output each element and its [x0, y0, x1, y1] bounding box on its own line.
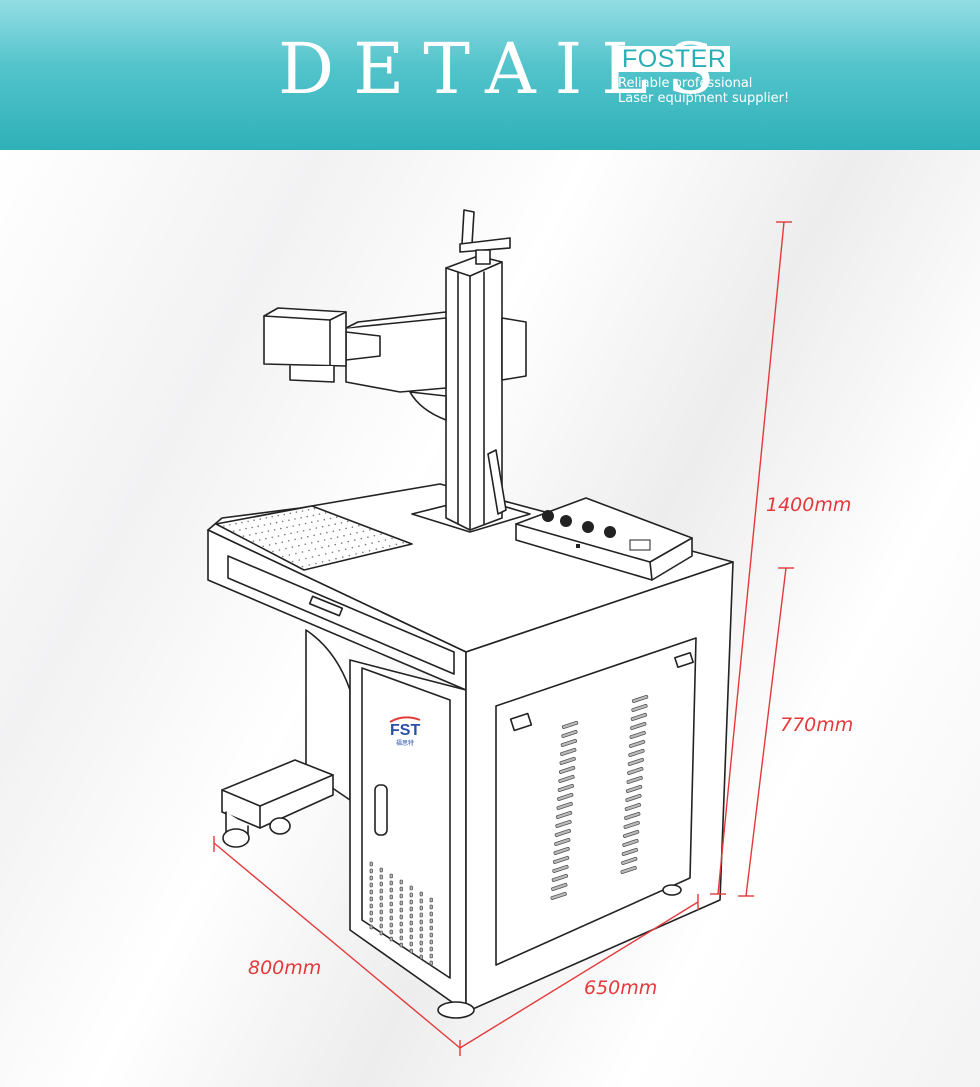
dim-total-height: 1400mm [766, 494, 851, 516]
galvo-head [263, 307, 347, 383]
lift-column [445, 255, 507, 531]
brand-logo: FOSTER [618, 46, 731, 72]
brand-tagline-2: Laser equipment supplier! [618, 91, 790, 106]
fst-logo-text: FST [390, 722, 420, 739]
dim-length: 800mm [248, 957, 321, 979]
cabinet-front [349, 659, 467, 1013]
foot-rest [221, 759, 334, 848]
header-banner: DETAILS FOSTER Reliable professional Las… [0, 0, 980, 150]
front-panel [227, 555, 455, 675]
brand-tagline-1: Reliable professional [618, 76, 753, 91]
dim-width: 650mm [584, 977, 657, 999]
brand-block: FOSTER Reliable professional Laser equip… [618, 46, 789, 106]
cabinet-vents [369, 694, 649, 966]
control-knobs [542, 510, 651, 551]
work-platform [215, 505, 413, 571]
honeycomb-pattern [223, 507, 404, 568]
cabinet-side [465, 561, 734, 1013]
laser-housing [345, 311, 527, 421]
fst-logo: FST 福思特 [389, 716, 420, 747]
lift-handle [459, 209, 511, 265]
dimension-lines [213, 221, 794, 1056]
fst-logo-subtext: 福思特 [396, 739, 414, 747]
control-panel [515, 497, 693, 581]
dim-table-height: 770mm [780, 714, 853, 736]
